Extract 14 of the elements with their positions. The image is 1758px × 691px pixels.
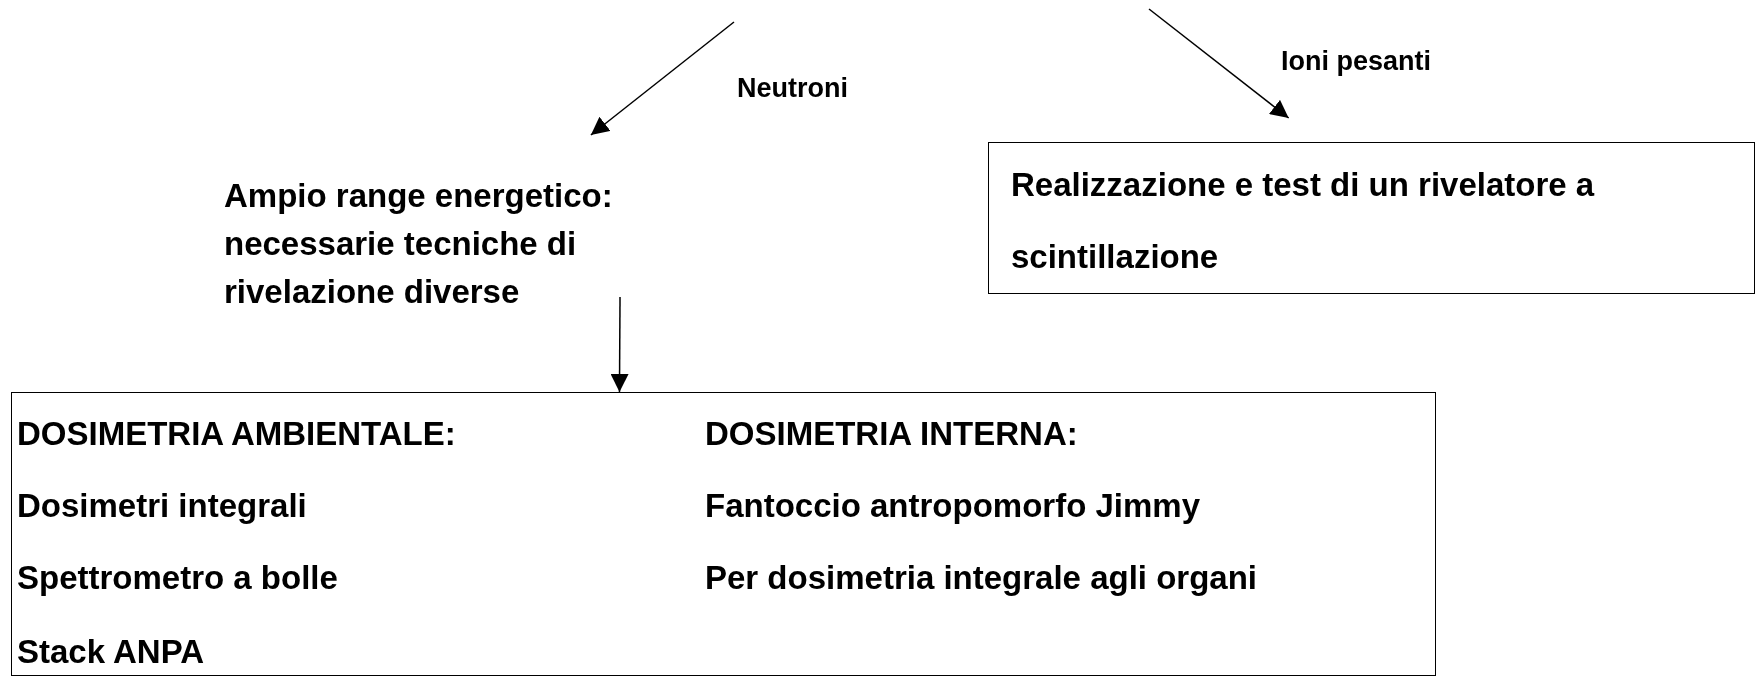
- node-text: DOSIMETRIA AMBIENTALE:: [17, 415, 456, 453]
- text-box: [11, 392, 1436, 676]
- node-text: Spettrometro a bolle: [17, 559, 338, 597]
- node-text: Realizzazione e test di un rivelatore a scintillazione: [1011, 165, 1596, 277]
- arrow: [610, 296, 629, 393]
- node-text: Ampio range energetico: necessarie tecniche di rivelazione diverse: [224, 176, 614, 312]
- node-text: Stack ANPA: [17, 633, 205, 671]
- arrow: [1148, 8, 1290, 119]
- node-text: DOSIMETRIA INTERNA:: [705, 415, 1078, 453]
- node-text: Per dosimetria integrale agli organi: [705, 559, 1257, 597]
- text-box: [988, 142, 1755, 294]
- node-text: Fantoccio antropomorfo Jimmy: [705, 487, 1201, 525]
- arrow: [590, 21, 735, 136]
- node-text: Dosimetri integrali: [17, 487, 307, 525]
